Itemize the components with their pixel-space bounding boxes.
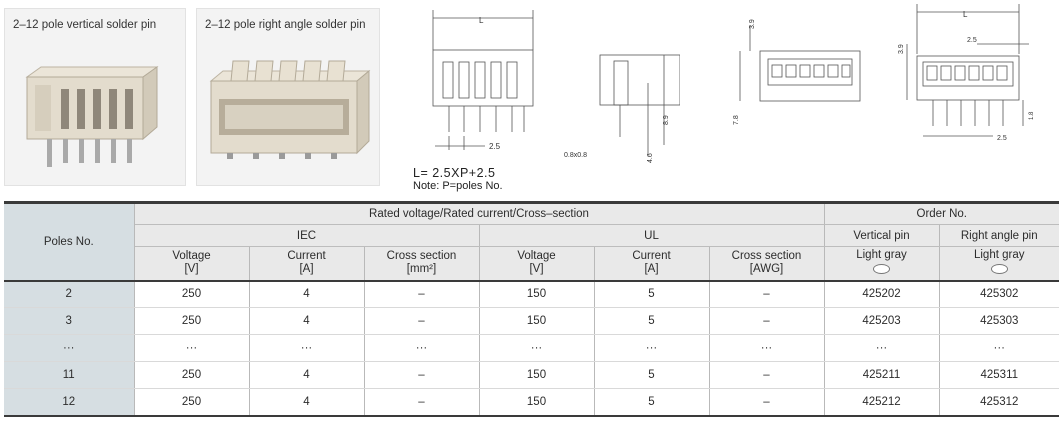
- iec-current-cell: ···: [248, 334, 365, 362]
- iec-cross-header: Cross section[mm²]: [363, 246, 480, 282]
- right-angle-header-photo: [209, 60, 371, 159]
- iec-voltage-cell: 250: [133, 361, 250, 389]
- dimension-label: 3.9: [749, 19, 756, 29]
- dimension-label: 2.5: [967, 37, 977, 44]
- right-angle-pin-header: Right angle pin: [938, 224, 1059, 247]
- iec-voltage-cell: 250: [133, 280, 250, 308]
- right-angle-order-cell: ···: [938, 334, 1059, 362]
- dimension-label: 4.6: [647, 153, 654, 163]
- color-swatch: [873, 263, 890, 274]
- ul-current-cell: ···: [593, 334, 710, 362]
- spec-table: Poles No. Rated voltage/Rated current/Cr…: [4, 201, 1059, 417]
- ul-current-cell: 5: [593, 307, 710, 335]
- ul-voltage-cell: ···: [478, 334, 595, 362]
- iec-voltage-cell: 250: [133, 307, 250, 335]
- ul-voltage-header: Voltage[V]: [478, 246, 595, 282]
- right-angle-order-cell: 425302: [938, 280, 1059, 308]
- ul-current-cell: 5: [593, 361, 710, 389]
- vertical-pin-header: Vertical pin: [823, 224, 940, 247]
- ul-current-cell: 5: [593, 388, 710, 417]
- length-note: L= 2.5XP+2.5 Note: P=poles No.: [413, 167, 503, 193]
- iec-current-cell: 4: [248, 361, 365, 389]
- right-angle-order-cell: 425312: [938, 388, 1059, 417]
- ul-cross-cell: –: [708, 388, 825, 417]
- iec-current-cell: 4: [248, 388, 365, 417]
- iec-header: IEC: [134, 224, 480, 247]
- ul-cross-cell: –: [708, 307, 825, 335]
- right-angle-order-cell: 425311: [938, 361, 1059, 389]
- iec-voltage-cell: 250: [133, 388, 250, 417]
- dimension-label: 8.9: [663, 115, 670, 125]
- dimension-label: 0.8x0.8: [564, 152, 587, 159]
- poles-cell: 2: [4, 280, 135, 308]
- ul-cross-cell: ···: [708, 334, 825, 362]
- ul-cross-header: Cross section[AWG]: [708, 246, 825, 282]
- poles-cell: ···: [4, 334, 135, 362]
- ul-current-header: Current[A]: [593, 246, 710, 282]
- right-angle-color-header: Light gray: [938, 246, 1059, 282]
- top-view-drawing: 3.9 7.8: [733, 19, 861, 125]
- length-formula: L= 2.5XP+2.5: [413, 166, 496, 180]
- iec-cross-cell: –: [363, 307, 480, 335]
- ul-voltage-cell: 150: [478, 388, 595, 417]
- iec-cross-cell: ···: [363, 334, 480, 362]
- iec-voltage-header: Voltage[V]: [134, 246, 250, 282]
- table-row: ···························: [4, 334, 1059, 362]
- ul-current-cell: 5: [593, 280, 710, 308]
- ul-header: UL: [478, 224, 825, 247]
- product-caption: 2–12 pole vertical solder pin: [13, 19, 157, 31]
- color-swatch: [990, 263, 1008, 274]
- poles-cell: 12: [4, 388, 135, 417]
- vertical-color-header: Light gray: [823, 246, 940, 282]
- iec-current-cell: 4: [248, 307, 365, 335]
- ul-cross-cell: –: [708, 280, 825, 308]
- vertical-front-drawing: L 2.5: [432, 10, 534, 151]
- dimension-label: 1.8: [1029, 111, 1035, 120]
- iec-voltage-cell: ···: [133, 334, 250, 362]
- poles-cell: 11: [4, 361, 135, 389]
- dimension-label: L: [963, 10, 968, 19]
- rated-header: Rated voltage/Rated current/Cross–sectio…: [133, 201, 825, 225]
- product-card-right-angle: 2–12 pole right angle solder pin: [196, 8, 380, 186]
- dimension-label: 3.9: [898, 44, 905, 54]
- vertical-order-cell: 425212: [823, 388, 940, 417]
- vertical-order-cell: 425202: [823, 280, 940, 308]
- ul-voltage-cell: 150: [478, 307, 595, 335]
- poles-header: Poles No.: [4, 201, 135, 282]
- iec-cross-cell: –: [363, 361, 480, 389]
- vertical-order-cell: 425211: [823, 361, 940, 389]
- iec-cross-cell: –: [363, 280, 480, 308]
- right-angle-order-cell: 425303: [938, 307, 1059, 335]
- iec-current-header: Current[A]: [248, 246, 365, 282]
- note-text: Note: P=poles No.: [413, 180, 503, 192]
- vertical-order-cell: ···: [823, 334, 940, 362]
- right-angle-drawing: L 2.5 2.5 3.9 1.8: [898, 4, 1035, 142]
- side-view-drawing: 8.9 4.6 0.8x0.8: [564, 54, 680, 163]
- poles-cell: 3: [4, 307, 135, 335]
- ul-voltage-cell: 150: [478, 280, 595, 308]
- vertical-order-cell: 425203: [823, 307, 940, 335]
- order-header: Order No.: [823, 201, 1059, 225]
- iec-current-cell: 4: [248, 280, 365, 308]
- iec-cross-cell: –: [363, 388, 480, 417]
- product-caption: 2–12 pole right angle solder pin: [205, 19, 366, 31]
- dimension-label: 2.5: [489, 142, 501, 151]
- dimension-label: L: [479, 16, 484, 25]
- ul-cross-cell: –: [708, 361, 825, 389]
- dimension-label: 2.5: [997, 135, 1007, 142]
- vertical-header-photo: [25, 66, 159, 167]
- ul-voltage-cell: 150: [478, 361, 595, 389]
- product-card-vertical: 2–12 pole vertical solder pin: [4, 8, 186, 186]
- dimension-label: 7.8: [733, 115, 740, 125]
